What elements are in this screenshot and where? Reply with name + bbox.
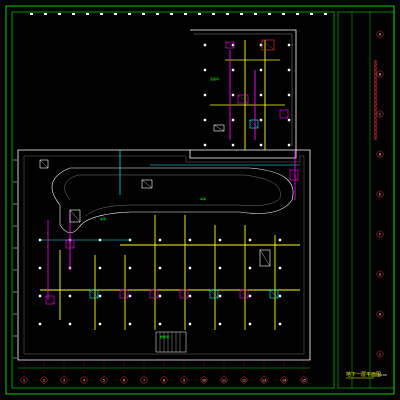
axis-label-bottom-4: 4 [83,378,85,382]
axis-label-right-G: G [379,272,382,276]
hvac-ducts [40,40,300,330]
axis-label-bottom-6: 6 [123,378,125,382]
structural-columns [38,43,291,326]
upper-wing-outline [190,29,297,151]
room-label-stair: 楼梯间 [160,334,169,339]
axis-label-bottom-9: 9 [183,378,185,382]
axis-label-bottom-13: 13 [262,378,266,382]
axis-label-right-C: C [379,112,382,116]
sidebar-note: 某某某某某某某某某某某某某某某某某某某某 [374,59,379,141]
equipment-blocks [39,39,299,305]
stair-block [155,331,187,353]
axis-label-bottom-14: 14 [282,378,286,382]
title-block [337,11,395,389]
drawing-title: 地下一层平面图 [346,371,381,378]
axis-label-bottom-2: 2 [43,378,45,382]
axis-label-bottom-5: 5 [103,378,105,382]
left-dimension-ticks [13,159,17,359]
driveway-ramp [51,167,294,234]
axis-label-bottom-1: 1 [23,378,25,382]
axis-label-bottom-12: 12 [242,378,246,382]
axis-label-right-F: F [379,232,381,236]
top-border-ticks [30,13,327,15]
axis-label-right-A: A [379,32,382,36]
room-label-equipment: 设备间 [210,76,219,81]
room-label-garage-2: 车库 [200,196,206,201]
axis-label-bottom-7: 7 [143,378,145,382]
axis-label-bottom-10: 10 [202,378,206,382]
axis-label-bottom-8: 8 [163,378,165,382]
axis-label-bottom-11: 11 [222,378,226,382]
drawing-inner-frame [11,11,335,389]
drawing-scale: 1:100 [378,373,387,377]
axis-label-right-D: D [379,152,382,156]
axis-label-right-H: H [379,312,382,316]
axis-label-right-J: J [379,352,381,356]
axis-label-bottom-3: 3 [63,378,65,382]
axis-label-bottom-15: 15 [302,378,306,382]
right-axis-markers: A B C D E F G H J [376,30,384,358]
room-label-garage-1: 车库 [100,216,106,221]
main-floor-outline [17,149,311,361]
axis-label-right-E: E [379,192,381,196]
axis-label-right-B: B [379,72,381,76]
